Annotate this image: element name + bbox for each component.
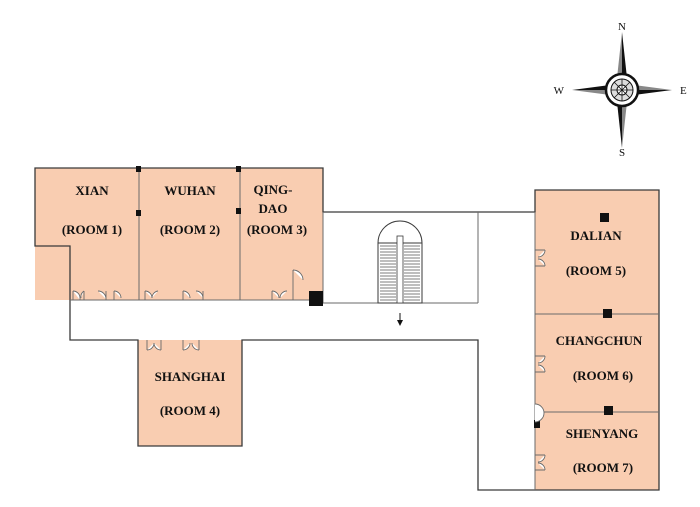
- room-2-number: (ROOM 2): [160, 222, 220, 237]
- compass-rose-icon: N S E W: [554, 21, 687, 159]
- door-icon[interactable]: [534, 249, 546, 471]
- room-4-name: SHANGHAI: [155, 369, 226, 384]
- outer-wall: [34, 167, 660, 491]
- door-icon[interactable]: [72, 269, 304, 300]
- room-fills: [35, 168, 659, 490]
- compass-north: N: [618, 21, 626, 33]
- room-5-area[interactable]: [535, 190, 659, 314]
- room-3-area[interactable]: [240, 168, 323, 300]
- room-3-name-line1: QING-: [254, 182, 293, 197]
- room-2-area[interactable]: [139, 168, 240, 300]
- room-labels: XIAN (ROOM 1) WUHAN (ROOM 2) QING- DAO (…: [62, 182, 643, 475]
- door-icon[interactable]: [146, 340, 200, 351]
- room-6-name: CHANGCHUN: [556, 333, 643, 348]
- staircase-icon: [377, 220, 423, 304]
- room-4-number: (ROOM 4): [160, 403, 220, 418]
- compass-east: E: [680, 85, 687, 97]
- room-4-area[interactable]: [138, 340, 242, 446]
- room-7-area[interactable]: [535, 412, 659, 490]
- room-3-number: (ROOM 3): [247, 222, 307, 237]
- room-3-name-line2: DAO: [259, 201, 288, 216]
- compass-west: W: [554, 85, 565, 97]
- room-7-number: (ROOM 7): [573, 460, 633, 475]
- room-1-area[interactable]: [35, 168, 139, 300]
- room-2-name: WUHAN: [164, 183, 216, 198]
- room-6-number: (ROOM 6): [573, 368, 633, 383]
- compass-south: S: [619, 147, 625, 159]
- room-5-number: (ROOM 5): [566, 263, 626, 278]
- room-7-name: SHENYANG: [566, 426, 638, 441]
- pillars: [136, 166, 613, 428]
- room-1-name: XIAN: [75, 183, 109, 198]
- room-6-area[interactable]: [535, 314, 659, 412]
- down-arrow-icon: [397, 313, 403, 326]
- partition-walls: [70, 168, 659, 490]
- room-5-name: DALIAN: [570, 228, 622, 243]
- room-1-number: (ROOM 1): [62, 222, 122, 237]
